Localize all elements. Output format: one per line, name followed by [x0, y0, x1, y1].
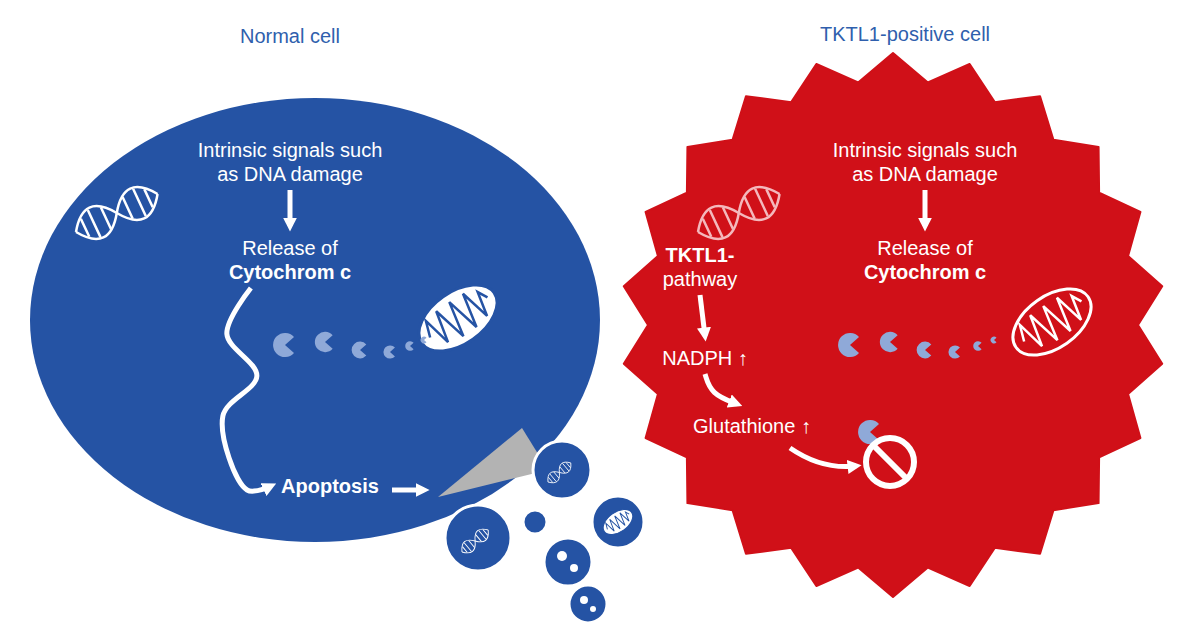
- dna-fragment: [458, 525, 492, 557]
- inhibition-symbol: [866, 438, 914, 486]
- grey-wedge: [438, 428, 548, 497]
- cell-shape: [600, 0, 1200, 627]
- tktl1-cell-body: [624, 53, 1162, 597]
- step-label: Release of: [864, 236, 986, 260]
- vesicle-dots: [557, 551, 596, 612]
- step-node: Intrinsic signals such as DNA damage: [190, 138, 390, 186]
- step-node: NADPH ↑: [662, 346, 748, 370]
- cytochrome-fragments: [838, 332, 996, 359]
- connector-arrow: [288, 190, 293, 226]
- apoptotic-bodies: [445, 441, 644, 623]
- cell-title: TKTL1-positive cell: [820, 22, 990, 46]
- step-label: NADPH ↑: [662, 346, 748, 370]
- step-label: TKTL1-: [663, 243, 738, 267]
- step-label: Intrinsic signals such as DNA damage: [190, 138, 390, 186]
- dna-helix: [691, 179, 787, 247]
- connector-arrow: [705, 374, 737, 404]
- step-label: Glutathione ↑: [693, 414, 811, 438]
- step-label: Intrinsic signals such as DNA damage: [825, 138, 1025, 186]
- dna-fragment: [545, 459, 575, 486]
- step-node: Apoptosis: [281, 474, 379, 498]
- mitochondrion: [1001, 275, 1103, 368]
- step-label: Release of: [229, 236, 351, 260]
- mitochondrion-fragment: [599, 504, 638, 539]
- step-label: Apoptosis: [281, 474, 379, 498]
- connector-arrow: [700, 295, 705, 336]
- step-node: Release ofCytochrom c: [229, 236, 351, 284]
- dna-helix: [69, 179, 165, 247]
- step-label: Cytochrom c: [864, 260, 986, 284]
- step-node: TKTL1-pathway: [663, 243, 738, 291]
- apoptosis-arrow: [392, 488, 424, 493]
- step-node: Release ofCytochrom c: [864, 236, 986, 284]
- inhibition-arrow: [790, 448, 856, 467]
- step-label: pathway: [663, 267, 738, 291]
- cell-outline: TKTL1-positive cellIntrinsic signals suc…: [600, 0, 1200, 627]
- mitochondrion: [407, 271, 509, 364]
- cell-title: Normal cell: [240, 24, 340, 48]
- connector-arrow: [923, 190, 928, 226]
- step-node: Glutathione ↑: [693, 414, 811, 438]
- normal-cell-body: [30, 98, 600, 542]
- step-node: Intrinsic signals such as DNA damage: [825, 138, 1025, 186]
- step-label: Cytochrom c: [229, 260, 351, 284]
- connector-arrow: [222, 288, 271, 491]
- cytochrome-fragments: [273, 332, 426, 359]
